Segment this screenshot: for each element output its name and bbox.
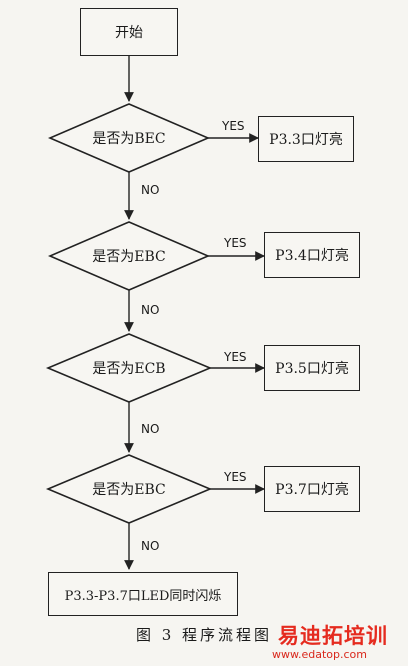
- decision-text-3: 是否为ECB: [92, 361, 166, 377]
- action-box-3: P3.5口灯亮: [264, 345, 360, 391]
- start-label: 开始: [115, 25, 143, 41]
- action-label-1: P3.3口灯亮: [269, 132, 343, 148]
- yes-label-3: YES: [224, 350, 247, 364]
- no-label-3: NO: [141, 422, 160, 436]
- end-box: P3.3-P3.7口LED同时闪烁: [48, 572, 238, 616]
- action-label-3: P3.5口灯亮: [275, 361, 349, 377]
- yes-label-2: YES: [224, 236, 247, 250]
- figure-caption: 图 3 程序流程图: [135, 626, 273, 644]
- decision-text-4: 是否为EBC: [92, 482, 166, 498]
- no-label-1: NO: [141, 183, 160, 197]
- decision-text-2: 是否为EBC: [92, 249, 166, 265]
- no-label-4: NO: [141, 539, 160, 553]
- action-box-2: P3.4口灯亮: [264, 232, 360, 278]
- action-label-4: P3.7口灯亮: [275, 482, 349, 498]
- yes-label-4: YES: [224, 470, 247, 484]
- watermark-url: www.edatop.com: [272, 648, 367, 661]
- watermark-logo: 易迪拓培训: [278, 624, 388, 648]
- action-label-2: P3.4口灯亮: [275, 248, 349, 264]
- action-box-4: P3.7口灯亮: [264, 466, 360, 512]
- end-label: P3.3-P3.7口LED同时闪烁: [64, 588, 222, 604]
- action-box-1: P3.3口灯亮: [258, 116, 354, 162]
- decision-text-1: 是否为BEC: [92, 131, 166, 147]
- start-box: 开始: [80, 8, 178, 56]
- yes-label-1: YES: [222, 119, 245, 133]
- no-label-2: NO: [141, 303, 160, 317]
